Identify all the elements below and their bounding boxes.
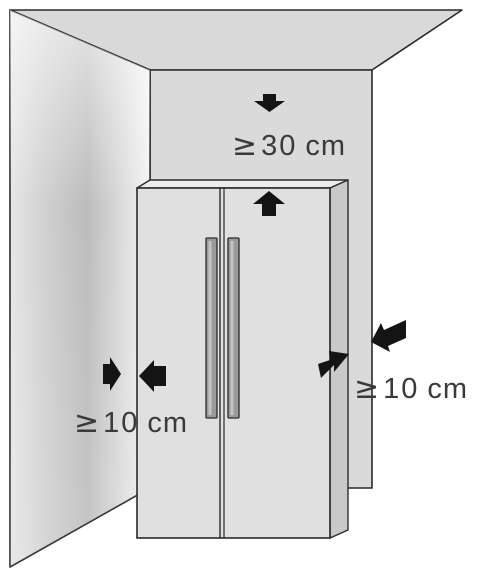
top-clearance-value: 30 bbox=[261, 130, 298, 162]
refrigerator bbox=[136, 179, 349, 539]
top-gap-arrow-up-icon bbox=[253, 191, 285, 216]
top-clearance-unit: cm bbox=[305, 130, 347, 162]
left-side-wall bbox=[9, 9, 151, 568]
left-clearance-symbol: ≥ bbox=[74, 405, 102, 440]
top-clearance-symbol: ≥ bbox=[232, 128, 260, 163]
left-clearance-value: 10 bbox=[103, 407, 140, 439]
right-gap-arrow-right-icon bbox=[318, 351, 349, 378]
left-gap-arrow-right-icon bbox=[103, 357, 121, 391]
left-gap-arrow-left-icon bbox=[139, 360, 166, 392]
left-clearance-unit: cm bbox=[147, 407, 189, 439]
right-gap-arrow-left-icon bbox=[371, 320, 406, 352]
refrigerator-top bbox=[136, 179, 349, 189]
right-clearance-symbol: ≥ bbox=[354, 371, 382, 406]
top-gap-arrow-down-icon bbox=[254, 94, 285, 112]
right-clearance-unit: cm bbox=[427, 373, 469, 405]
right-clearance-value: 10 bbox=[383, 373, 420, 405]
